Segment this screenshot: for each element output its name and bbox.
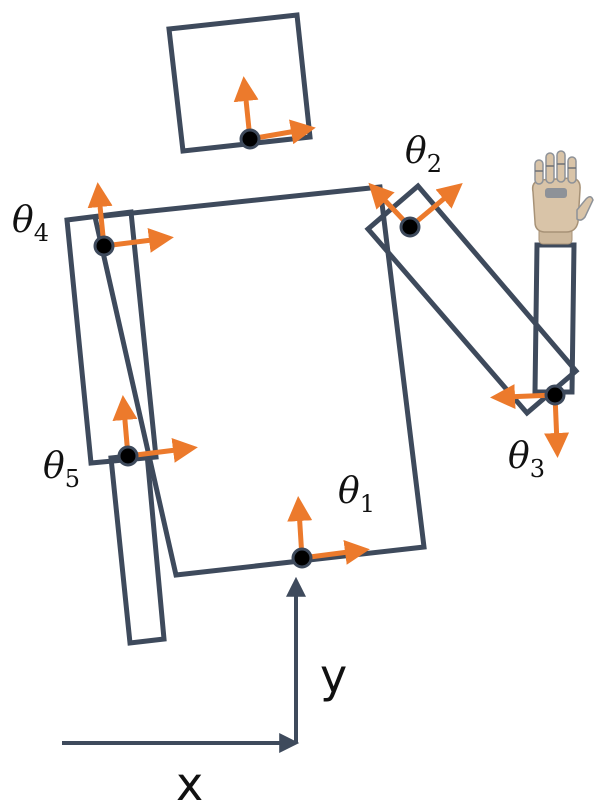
y-axis-label: y [320,649,347,703]
joint-1 [293,549,311,567]
robot-hand-icon [533,151,593,244]
joint-2 [401,218,419,236]
joint-5 [119,447,137,465]
forearm-link [535,245,574,392]
x-axis-label: x [176,757,203,806]
theta1-label: θ1 [338,471,375,518]
head-joint [241,130,259,148]
joint-3 [546,386,564,404]
theta5-label: θ5 [43,446,80,493]
theta2-label: θ2 [405,131,442,178]
joint-4 [95,237,113,255]
theta4-label: θ4 [12,200,49,247]
theta3-label: θ3 [508,436,545,483]
